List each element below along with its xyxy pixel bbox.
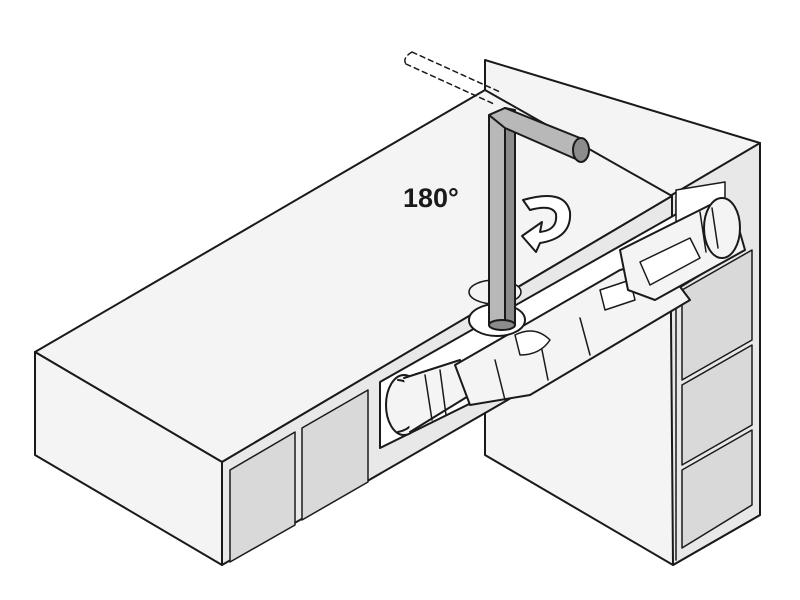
left-dowel <box>385 359 471 436</box>
allen-key-icon <box>488 107 590 331</box>
right-dowel <box>619 197 746 301</box>
rotation-angle-label: 180° <box>403 183 459 213</box>
ghost-allen-key <box>404 51 501 105</box>
curved-rotation-arrow-icon <box>521 195 572 253</box>
cam-connector-body <box>454 259 691 406</box>
